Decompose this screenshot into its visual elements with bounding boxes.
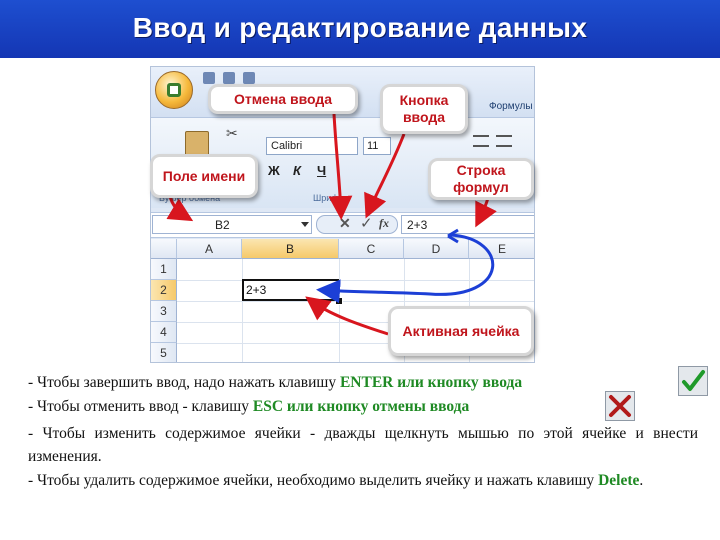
group-clipboard-label: Буфер обмена bbox=[159, 193, 221, 203]
column-header[interactable]: E bbox=[469, 239, 534, 259]
fill-handle[interactable] bbox=[335, 297, 343, 305]
column-header[interactable]: A bbox=[177, 239, 242, 259]
slide-title: Ввод и редактирование данных bbox=[132, 12, 588, 43]
grid-line bbox=[339, 259, 340, 362]
name-box-dropdown-icon[interactable] bbox=[301, 222, 309, 227]
row-header[interactable]: 4 bbox=[151, 322, 177, 343]
callout-formula-bar: Строка формул bbox=[428, 158, 534, 200]
insert-function-button[interactable]: fx bbox=[379, 216, 389, 230]
row-header[interactable]: 2 bbox=[151, 280, 177, 301]
callout-enter-button: Кнопка ввода bbox=[380, 84, 468, 134]
text-line-edit: - Чтобы изменить содержимое ячейки - два… bbox=[28, 425, 698, 465]
cancel-entry-button[interactable]: ✕ bbox=[339, 215, 351, 231]
enter-button[interactable]: ✓ bbox=[360, 215, 373, 232]
check-icon bbox=[678, 366, 708, 396]
text-line-delete: - Чтобы удалить содержимое ячейки, необх… bbox=[28, 469, 698, 492]
align-top-icon[interactable] bbox=[473, 135, 489, 147]
slide-title-bar bbox=[0, 0, 720, 58]
redo-icon[interactable] bbox=[243, 72, 255, 84]
callout-active-cell: Активная ячейка bbox=[388, 306, 534, 356]
text-delete-highlight: Delete bbox=[598, 472, 640, 489]
row-header[interactable]: 5 bbox=[151, 343, 177, 362]
column-header[interactable]: D bbox=[404, 239, 469, 259]
select-all-corner[interactable] bbox=[151, 239, 177, 259]
text-line-cancel: - Чтобы отменить ввод - клавишу ESC или … bbox=[28, 398, 698, 416]
cross-icon bbox=[605, 391, 635, 421]
office-button[interactable] bbox=[155, 71, 193, 109]
callout-cancel-entry: Отмена ввода bbox=[208, 84, 358, 114]
group-font-label: Шрифт bbox=[313, 193, 343, 203]
text-delete-prefix: - Чтобы удалить содержимое ячейки, необх… bbox=[28, 472, 599, 489]
cut-icon[interactable]: ✂ bbox=[226, 125, 238, 141]
save-icon[interactable] bbox=[203, 72, 215, 84]
active-cell-b2[interactable]: 2+3 bbox=[242, 279, 339, 301]
undo-icon[interactable] bbox=[223, 72, 235, 84]
name-box[interactable]: B2 bbox=[152, 215, 312, 234]
font-name-select[interactable]: Calibri bbox=[266, 137, 358, 155]
underline-button[interactable]: Ч bbox=[317, 163, 327, 178]
formula-bar-row: B2 ✕ ✓ fx 2+3 bbox=[151, 212, 534, 238]
font-size-select[interactable]: 11 bbox=[363, 137, 391, 155]
text-line-enter: - Чтобы завершить ввод, надо нажать клав… bbox=[28, 374, 698, 392]
text-enter-highlight: ENTER или кнопку ввода bbox=[339, 374, 523, 391]
grid-line bbox=[177, 280, 534, 281]
row-header[interactable]: 1 bbox=[151, 259, 177, 280]
text-enter-prefix: - Чтобы завершить ввод, надо нажать клав… bbox=[28, 374, 340, 391]
grid-line bbox=[177, 301, 534, 302]
row-header[interactable]: 3 bbox=[151, 301, 177, 322]
grid-line bbox=[242, 259, 243, 362]
text-cancel-highlight: ESC или кнопку отмены ввода bbox=[252, 398, 470, 415]
text-delete-suffix: . bbox=[639, 472, 644, 489]
callout-name-field: Поле имени bbox=[150, 154, 258, 198]
column-header[interactable]: B bbox=[242, 239, 339, 259]
formula-input[interactable]: 2+3 bbox=[401, 215, 534, 234]
align-middle-icon[interactable] bbox=[496, 135, 512, 147]
tab-formulas[interactable]: Формулы bbox=[489, 101, 533, 112]
italic-button[interactable]: К bbox=[293, 163, 301, 178]
bold-button[interactable]: Ж bbox=[268, 163, 280, 178]
grid-line bbox=[177, 343, 534, 344]
text-cancel-prefix: - Чтобы отменить ввод - клавишу bbox=[28, 398, 253, 415]
column-header[interactable]: C bbox=[339, 239, 404, 259]
